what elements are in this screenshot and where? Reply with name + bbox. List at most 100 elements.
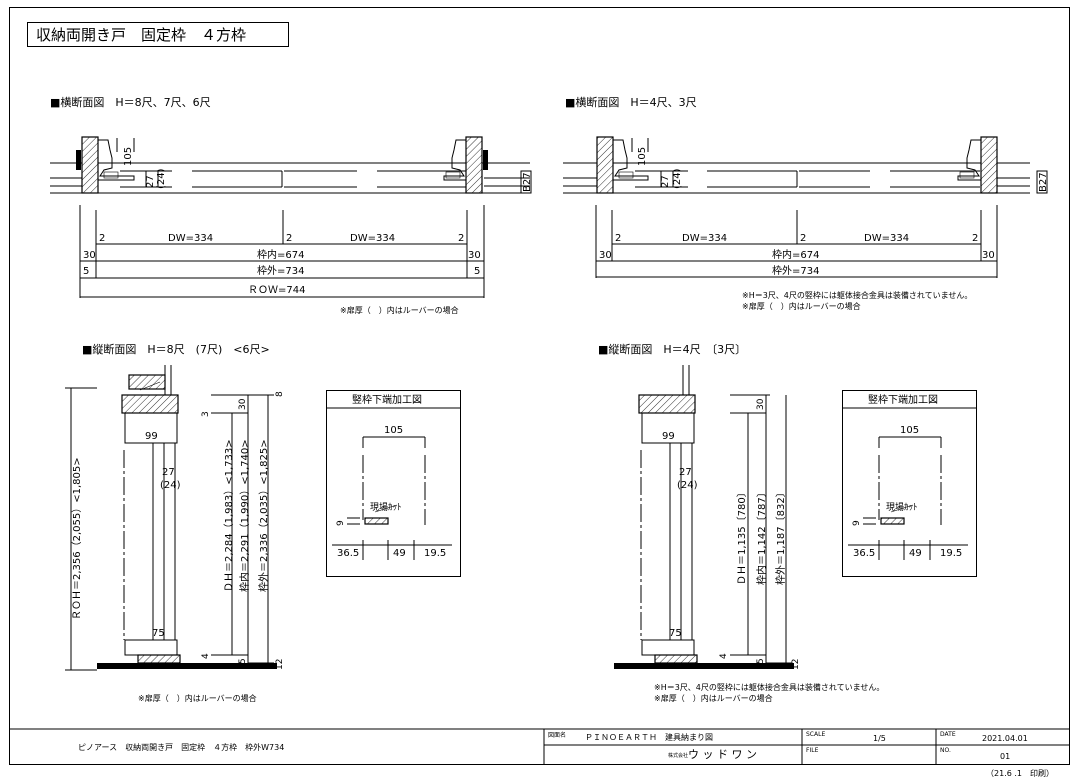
dim-b27: B27: [522, 172, 533, 192]
gap-2-c: 2: [458, 233, 464, 244]
side-5-l: 5: [83, 266, 89, 277]
outer-width: 枠外=734: [257, 264, 304, 277]
dw-left: DW=334: [682, 233, 727, 244]
side-5-r: 5: [474, 266, 480, 277]
no-value: 01: [1000, 752, 1010, 761]
vertical-section-left: ■縦断面図 H＝8尺 (7尺) <6尺> 8 3 30 99 27 (24) 7…: [65, 342, 285, 703]
dim-27: 27: [679, 467, 692, 478]
dim-19-5: 19.5: [424, 548, 446, 559]
horizontal-section-right: ■横断面図 H＝4尺、3尺 105 27 (24) B27: [563, 95, 1049, 311]
dim-8: 8: [275, 391, 285, 397]
page-title: 収納両開き戸 固定枠 ４方枠: [36, 26, 246, 44]
no-label: NO.: [940, 747, 951, 754]
dim-105: 105: [900, 425, 919, 436]
dim-5: 5: [756, 658, 766, 664]
dim-99: 99: [145, 431, 158, 442]
dim-9: 9: [852, 520, 862, 526]
dim-27: 27: [660, 175, 671, 188]
dim-24: (24): [677, 480, 698, 491]
inner-width: 枠内=674: [772, 248, 819, 261]
dw-left: DW=334: [168, 233, 213, 244]
dim-19-5: 19.5: [940, 548, 962, 559]
dim-75: 75: [669, 628, 682, 639]
dim-99: 99: [662, 431, 675, 442]
scale-label: SCALE: [806, 731, 825, 738]
outer-height: 枠外＝1,187〔832〕: [774, 487, 787, 585]
dim-49: 49: [393, 548, 406, 559]
note: ※扉厚（ ）内はルーバーの場合: [138, 693, 257, 703]
note-1: ※H＝3尺、4尺の竪枠には躯体接合金具は装備されていません。: [742, 290, 972, 300]
heading: ■横断面図 H＝8尺、7尺、6尺: [50, 95, 211, 109]
dw-right: DW=334: [864, 233, 909, 244]
detail-title: 竪枠下端加工図: [352, 393, 422, 406]
scale-value: 1/5: [873, 734, 886, 743]
dim-3: 3: [201, 411, 211, 417]
note-2: ※扉厚（ ）内はルーバーの場合: [742, 301, 861, 311]
dim-27: 27: [145, 175, 156, 188]
dw-right: DW=334: [350, 233, 395, 244]
dim-12: 12: [275, 659, 285, 670]
print-date: （21.6 .1 印刷）: [986, 769, 1054, 778]
dim-49: 49: [909, 548, 922, 559]
gap-2-b: 2: [286, 233, 292, 244]
gap-2-a: 2: [615, 233, 621, 244]
dim-36-5: 36.5: [853, 548, 875, 559]
dim-5: 5: [238, 658, 248, 664]
heading: ■横断面図 H＝4尺、3尺: [565, 95, 697, 109]
dim-24: (24): [156, 168, 167, 189]
inner-width: 枠内=674: [257, 248, 304, 261]
side-30-l: 30: [83, 250, 96, 261]
horizontal-section-left: ■横断面図 H＝8尺、7尺、6尺 105 27 (24): [50, 95, 533, 315]
row-width: ＲＯＷ=744: [248, 285, 305, 296]
dim-36-5: 36.5: [337, 548, 359, 559]
outer-height: 枠外＝2,336（2,035）<1,825>: [257, 439, 270, 592]
vertical-section-right: ■縦断面図 H＝4尺 〔3尺〕 30 99 27 (24) 75 4 5 12 …: [598, 342, 884, 703]
title-block: ピノアース 収納両開き戸 固定枠 ４方枠 枠外W734 図面名 ＰＩＮＯＥＡＲＴ…: [10, 728, 1069, 778]
dim-9: 9: [336, 520, 346, 526]
dim-30: 30: [238, 398, 248, 410]
company-name: ウ ッ ド ワ ン: [688, 748, 757, 761]
date-value: 2021.04.01: [982, 734, 1028, 743]
inner-height: 枠内＝1,142〔787〕: [755, 487, 768, 585]
gap-2-a: 2: [99, 233, 105, 244]
company-label: 株式会社: [668, 752, 688, 759]
dh: ＤＨ＝2,284（1,983）<1,733>: [223, 439, 235, 592]
side-30-l: 30: [599, 250, 612, 261]
inner-height: 枠内＝2,291（1,990）<1,740>: [238, 439, 251, 592]
detail-box-right: 竪枠下端加工図 105 9 現場ｶｯﾄ 36.5 49 19.5: [842, 390, 977, 577]
side-30-r: 30: [468, 250, 481, 261]
drawing-value: ＰＩＮＯＥＡＲＴＨ 建具納まり図: [585, 732, 713, 742]
outer-width: 枠外=734: [772, 264, 819, 277]
dim-24: (24): [160, 480, 181, 491]
heading: ■縦断面図 H＝4尺 〔3尺〕: [598, 342, 746, 356]
drawing-label: 図面名: [548, 731, 566, 739]
date-label: DATE: [940, 731, 956, 738]
note-1: ※H＝3尺、4尺の竪枠には躯体接合金具は装備されていません。: [654, 682, 884, 692]
detail-title: 竪枠下端加工図: [868, 393, 938, 406]
detail-box-left: 竪枠下端加工図 105 9 現場ｶｯﾄ 36.5 49 19.5: [326, 390, 461, 577]
dim-105: 105: [384, 425, 403, 436]
dim-4: 4: [201, 653, 211, 659]
roh: ＲＯＨ＝2,356（2,055）<1,805>: [71, 457, 83, 620]
dim-27: 27: [162, 467, 175, 478]
dim-b27: B27: [1038, 172, 1049, 192]
gap-2-c: 2: [972, 233, 978, 244]
dim-4: 4: [719, 653, 729, 659]
note-2: ※扉厚（ ）内はルーバーの場合: [654, 693, 773, 703]
side-30-r: 30: [982, 250, 995, 261]
product-name: ピノアース 収納両開き戸 固定枠 ４方枠 枠外W734: [78, 742, 284, 752]
dh: ＤＨ＝1,135〔780〕: [736, 487, 748, 585]
cut-label: 現場ｶｯﾄ: [370, 501, 402, 513]
title-box: [27, 22, 289, 47]
sheet-border: [9, 7, 1070, 765]
heading: ■縦断面図 H＝8尺 (7尺) <6尺>: [82, 342, 270, 356]
dim-30: 30: [756, 398, 766, 410]
dim-12: 12: [791, 659, 801, 670]
dim-105: 105: [123, 147, 134, 166]
dim-75: 75: [152, 628, 165, 639]
dim-24: (24): [672, 168, 683, 189]
dim-105: 105: [637, 147, 648, 166]
file-label: FILE: [806, 747, 819, 754]
gap-2-b: 2: [800, 233, 806, 244]
